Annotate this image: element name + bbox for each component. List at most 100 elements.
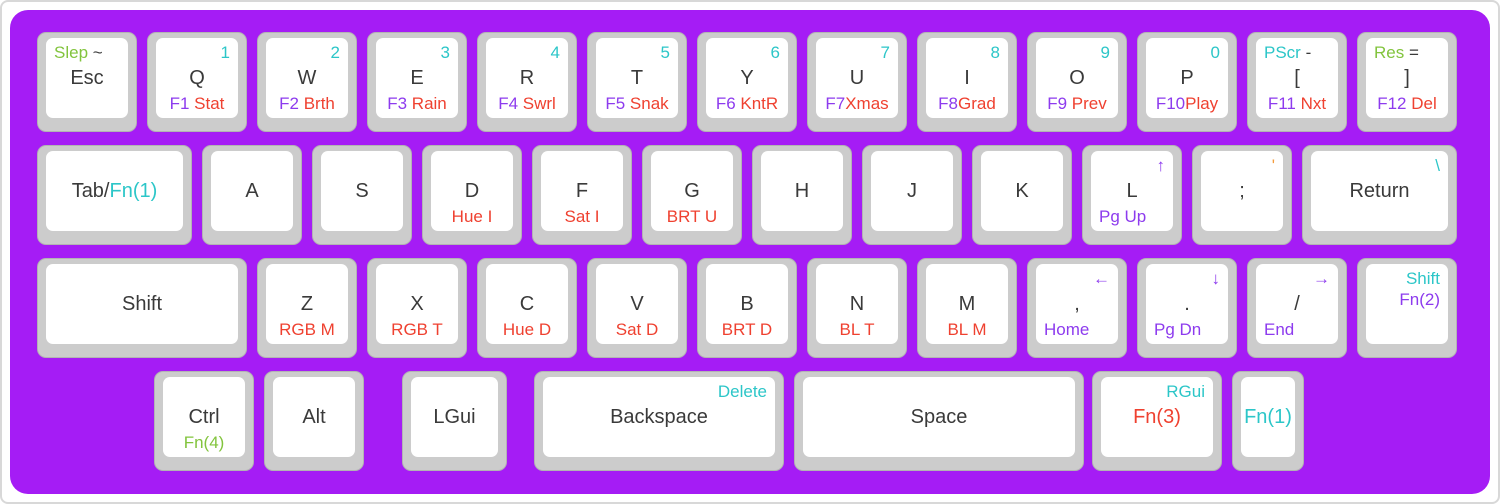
key-alt[interactable]: Alt	[264, 371, 364, 471]
keycap-face: A	[211, 151, 293, 231]
legend-slot-bl: Pg Up	[1099, 206, 1146, 227]
key-legend: 4	[551, 42, 560, 63]
key-legend: D	[465, 179, 479, 204]
key-return[interactable]: \ Return	[1302, 145, 1457, 245]
keycap-face: Tab/Fn(1)	[46, 151, 183, 231]
key-lgui[interactable]: LGui	[402, 371, 507, 471]
legend-text: Fn(2)	[1399, 290, 1440, 310]
key-k[interactable]: K	[972, 145, 1072, 245]
key-tab[interactable]: Tab/Fn(1)	[37, 145, 192, 245]
legend-slot-c: Return	[1311, 151, 1448, 231]
legend-text: Nxt	[1300, 93, 1327, 113]
legend-text: Hue D	[502, 319, 552, 339]
legend-slot-b: F10Play	[1146, 93, 1228, 114]
legend-slot-tr: 9	[1101, 42, 1110, 63]
legend-slot-b: RGB M	[266, 319, 348, 340]
legend-slot-c: M	[926, 264, 1008, 344]
key-slash[interactable]: →/End	[1247, 258, 1347, 358]
key-legend: 5	[661, 42, 670, 63]
key-legend: Ctrl	[188, 405, 219, 430]
key-a[interactable]: A	[202, 145, 302, 245]
key-period[interactable]: ↓.Pg Dn	[1137, 258, 1237, 358]
legend-slot-b: Sat I	[541, 206, 623, 227]
legend-text: E	[410, 66, 424, 89]
legend-slot-c: J	[871, 151, 953, 231]
legend-text: \	[1435, 156, 1440, 175]
key-legend: Return	[1349, 179, 1409, 204]
keycap-face: Space	[803, 377, 1075, 457]
key-legend: 1	[221, 42, 230, 63]
key-legend: 6	[771, 42, 780, 63]
key-space[interactable]: Space	[794, 371, 1084, 471]
key-left-shift[interactable]: Shift	[37, 258, 247, 358]
key-legend: Pg Dn	[1154, 319, 1201, 340]
key-legend: C	[520, 292, 534, 317]
key-semicolon[interactable]: ';	[1192, 145, 1292, 245]
legend-text: R	[519, 66, 535, 89]
key-legend: [	[1294, 66, 1300, 91]
key-legend: Fn(4)	[163, 432, 245, 453]
key-left-bracket[interactable]: PScr -[F11 Nxt	[1247, 32, 1347, 132]
legend-text: BRT D	[721, 319, 773, 339]
key-legend: Y	[740, 66, 753, 91]
key-legend: Tab/Fn(1)	[72, 179, 158, 204]
key-h[interactable]: H	[752, 145, 852, 245]
key-s[interactable]: S	[312, 145, 412, 245]
key-fn1[interactable]: Fn(1)	[1232, 371, 1304, 471]
key-legend: ↑	[1157, 155, 1166, 176]
key-esc[interactable]: Slep ~Esc	[37, 32, 137, 132]
legend-text: 4	[550, 43, 560, 62]
legend-text: D	[464, 179, 480, 202]
key-legend: RGB T	[376, 319, 458, 340]
keycap-face: S	[321, 151, 403, 231]
arrow-up-icon: ↑	[1156, 156, 1166, 175]
legend-slot-c: X	[376, 264, 458, 344]
key-legend: T	[631, 66, 643, 91]
legend-text: T	[630, 66, 644, 89]
key-legend: Home	[1044, 319, 1089, 340]
key-comma[interactable]: ←,Home	[1027, 258, 1127, 358]
legend-text: F9	[1047, 93, 1072, 113]
legend-text: Fn(3)	[1133, 405, 1181, 428]
keycap-face: LGui	[411, 377, 498, 457]
legend-slot-b: Sat D	[596, 319, 678, 340]
key-legend: 3	[441, 42, 450, 63]
keycap-face: J	[871, 151, 953, 231]
legend-text: =	[1408, 43, 1419, 62]
key-j[interactable]: J	[862, 145, 962, 245]
legend-text: 0	[1210, 43, 1220, 62]
legend-text: BRT U	[666, 206, 718, 226]
legend-text: 6	[770, 43, 780, 62]
key-right-bracket[interactable]: Res =]F12 Del	[1357, 32, 1457, 132]
key-legend: F11 Nxt	[1256, 93, 1338, 114]
legend-text: F8	[938, 93, 959, 113]
